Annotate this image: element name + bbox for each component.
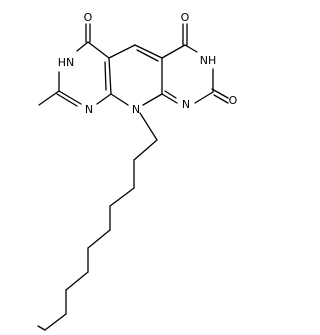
atom-nh-right: NH [200, 54, 217, 67]
bond [134, 44, 163, 59]
bond [87, 229, 111, 249]
bond [104, 61, 107, 91]
bond [56, 93, 78, 107]
bond [133, 139, 158, 161]
atom-hn-left: HN [58, 56, 75, 69]
bond [213, 94, 229, 104]
bond [110, 93, 129, 106]
bond [161, 93, 178, 104]
bond [164, 90, 177, 99]
bond [211, 88, 229, 99]
bond [109, 187, 135, 207]
atom-o-top-right: O [181, 11, 190, 24]
structure-canvas: O O O HN NH N N N [37, 11, 238, 331]
bond [44, 313, 67, 331]
bond [76, 41, 89, 52]
bond [136, 49, 159, 62]
atom-o-right: O [229, 94, 238, 107]
atom-n-center: N [132, 103, 140, 116]
atom-n-left: N [85, 103, 93, 116]
bond [161, 44, 186, 59]
bond [65, 271, 89, 291]
bond [108, 57, 112, 95]
atom-o-top-left: O [84, 11, 93, 24]
bond [87, 41, 110, 59]
bond [58, 90, 82, 105]
chemical-structure: O O O HN NH N N N [37, 11, 238, 331]
bond [37, 325, 46, 331]
bond [194, 91, 214, 104]
bond [108, 44, 136, 59]
bond [96, 93, 112, 105]
bond [139, 112, 158, 141]
bond [142, 93, 163, 106]
bond [38, 90, 60, 106]
atom-n-right: N [182, 98, 190, 111]
bond [184, 44, 198, 53]
